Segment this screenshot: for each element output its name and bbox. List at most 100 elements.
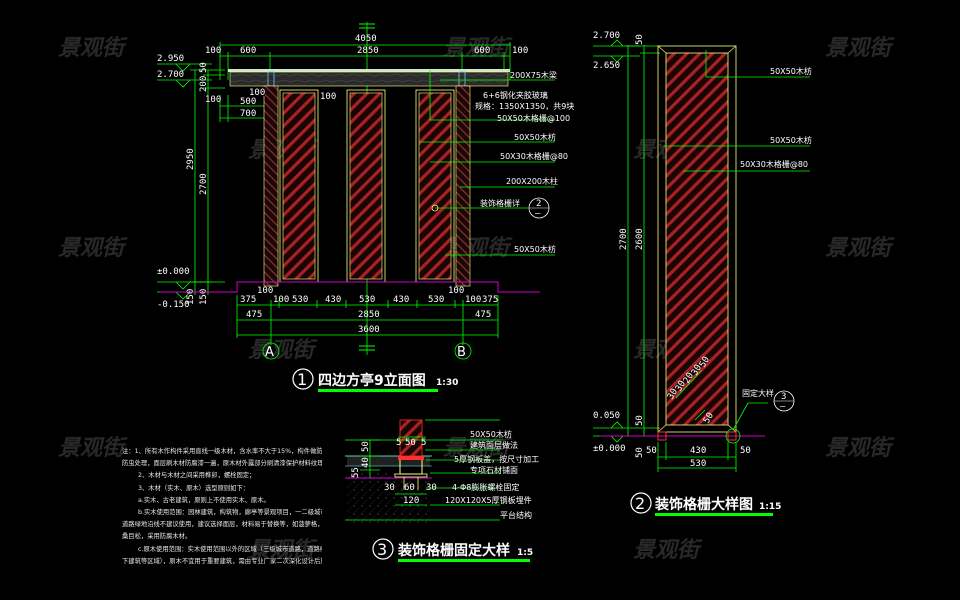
dim-b6: 530	[359, 295, 375, 305]
title-scale: 1:15	[759, 502, 781, 512]
watermark: 景观街	[58, 436, 128, 461]
title-number: 2	[635, 494, 645, 513]
dim-overall-width: 4050	[355, 34, 377, 44]
slat-dim-1: 30	[666, 387, 680, 401]
lattice-panel-right	[418, 92, 452, 280]
callout-grid-80: 50X30木格栅@80	[500, 151, 568, 161]
note-line: a.实木、古老建筑，原则上不使用实木、原木。	[138, 496, 270, 504]
elev-ground: ±0.000	[593, 444, 626, 454]
detail-ref-2: 2 —	[528, 197, 550, 219]
callout-bottom-batten: 50X50木枋	[514, 244, 556, 254]
dim-b11: 375	[482, 295, 498, 305]
steel-plate	[394, 473, 428, 478]
drawing-1-elevation: 4050 100 600 2850 600 100 2.950 2.700 ±0…	[157, 22, 574, 392]
dim-roof-beam: 200	[199, 76, 209, 92]
dim-col-left: 100	[249, 88, 265, 98]
dim-center: 2850	[357, 46, 379, 56]
dim-v-50: 50	[361, 441, 371, 452]
title-text: 装饰格栅大样图	[654, 496, 753, 513]
elev-eave: 2.700	[157, 70, 184, 80]
callout-finish: 建筑面层做法	[470, 440, 518, 450]
svg-text:—: —	[780, 402, 786, 412]
watermark: 景观街	[443, 236, 513, 261]
elev-top: 2.950	[157, 54, 184, 64]
dim-b3: 100	[273, 295, 289, 305]
lattice-panel-middle	[349, 92, 383, 280]
finish-layer	[347, 456, 430, 466]
watermark: 景观街	[248, 538, 318, 563]
callout-top-batten: 50X50木枋	[770, 66, 812, 76]
callout-leaders	[420, 70, 555, 256]
bottom-dimensions	[236, 295, 499, 345]
dim-base-b: 150	[199, 289, 209, 305]
slat-dim-6: 50	[702, 411, 716, 425]
dim-b8: 530	[428, 295, 444, 305]
dim-bottom-a: 50	[635, 415, 645, 426]
roof-glass	[228, 69, 510, 72]
dim-left-edge: 100	[205, 46, 221, 56]
dim-bottom-60: 60	[404, 483, 415, 493]
watermark: 景观街	[633, 538, 703, 563]
dim-b9: 100	[448, 286, 464, 296]
concrete-slab	[347, 472, 430, 524]
callout-lattice-detail: 装饰格栅详	[480, 198, 520, 208]
dim-r2-center: 2850	[358, 310, 380, 320]
dim-bottom-120: 120	[403, 496, 419, 506]
title-text: 四边方亭9立面图	[318, 372, 426, 389]
dim-total-height: 2950	[186, 148, 196, 170]
note-line: 防虫处理，面层刷木材防腐漆一遍，原木材外露部分刷清漆保护材料纹理；	[122, 460, 322, 468]
dim-r2-right: 475	[475, 310, 491, 320]
title-number: 1	[297, 370, 307, 389]
dim-left-total: 700	[240, 109, 256, 119]
callout-structure: 平台结构	[500, 510, 532, 520]
callout-steel-cap: 5厚钢板盖，按尺寸加工	[454, 454, 539, 464]
vertical-dimensions	[190, 69, 225, 295]
drawing-2-lattice-detail: 2.700 2.650 0.050 ±0.000 2700 2600 50 50…	[593, 31, 812, 516]
ground-line	[160, 281, 540, 293]
title-scale: 1:30	[436, 378, 458, 388]
dim-right-edge: 100	[512, 46, 528, 56]
lattice-panel-left	[282, 92, 316, 280]
dim-left-overhang: 600	[240, 46, 256, 56]
dim-roof-top: 50	[199, 62, 209, 73]
callout-stone: 专项石材铺面	[470, 465, 518, 475]
dim-total: 3600	[358, 325, 380, 335]
svg-text:—: —	[535, 209, 541, 219]
callout-bolts: 4-Φ8膨胀螺栓固定	[452, 482, 519, 492]
callout-mid-batten: 50X50木枋	[770, 135, 812, 145]
dim-bottom-30a: 30	[384, 483, 395, 493]
dim-right-50: 50	[740, 446, 751, 456]
watermark: 景观街	[443, 36, 513, 61]
lattice-frame-outer	[657, 45, 737, 433]
elev-ground: ±0.000	[157, 267, 190, 277]
note-line: 桑目松，采用防腐木材。	[122, 533, 192, 541]
dim-col-right: 100	[320, 92, 336, 102]
callout-column: 200X200木柱	[506, 176, 558, 186]
elev-low: 0.050	[593, 411, 620, 421]
roof-beam	[229, 71, 509, 87]
watermark: 景观街	[58, 36, 128, 61]
dim-top-5b: 5	[421, 438, 426, 448]
svg-text:A: A	[265, 345, 274, 360]
slat-dim-3: 20	[682, 371, 696, 385]
lattice-frame-inner	[665, 52, 729, 426]
drawing-1-title: 1 四边方亭9立面图 1:30	[292, 368, 458, 392]
dim-v-55: 55	[351, 467, 361, 478]
dim-middle-430: 430	[690, 446, 706, 456]
dim-right-overhang: 600	[474, 46, 490, 56]
watermark: 景观街	[825, 436, 895, 461]
elev-top: 2.700	[593, 31, 620, 41]
callout-glass: 6+6钢化夹胶玻璃	[483, 90, 548, 100]
dim-b1: 375	[240, 295, 256, 305]
dim-v-40: 40	[361, 457, 371, 468]
dim-top-50: 50	[635, 34, 645, 45]
svg-text:B: B	[457, 345, 466, 360]
drawing-3-fix-detail: 5 50 5 30 60 30 120 50 40 55 50X50木枋 建筑面…	[345, 419, 539, 562]
title-text: 装饰格栅固定大样	[397, 542, 510, 559]
title-number: 3	[377, 540, 387, 559]
column-right	[455, 85, 471, 287]
note-line: 2、木材与木材之间采用榫卯，螺栓固定；	[138, 472, 256, 480]
dim-left-inner: 500	[240, 97, 256, 107]
slat-dim-2: 30	[674, 379, 688, 393]
